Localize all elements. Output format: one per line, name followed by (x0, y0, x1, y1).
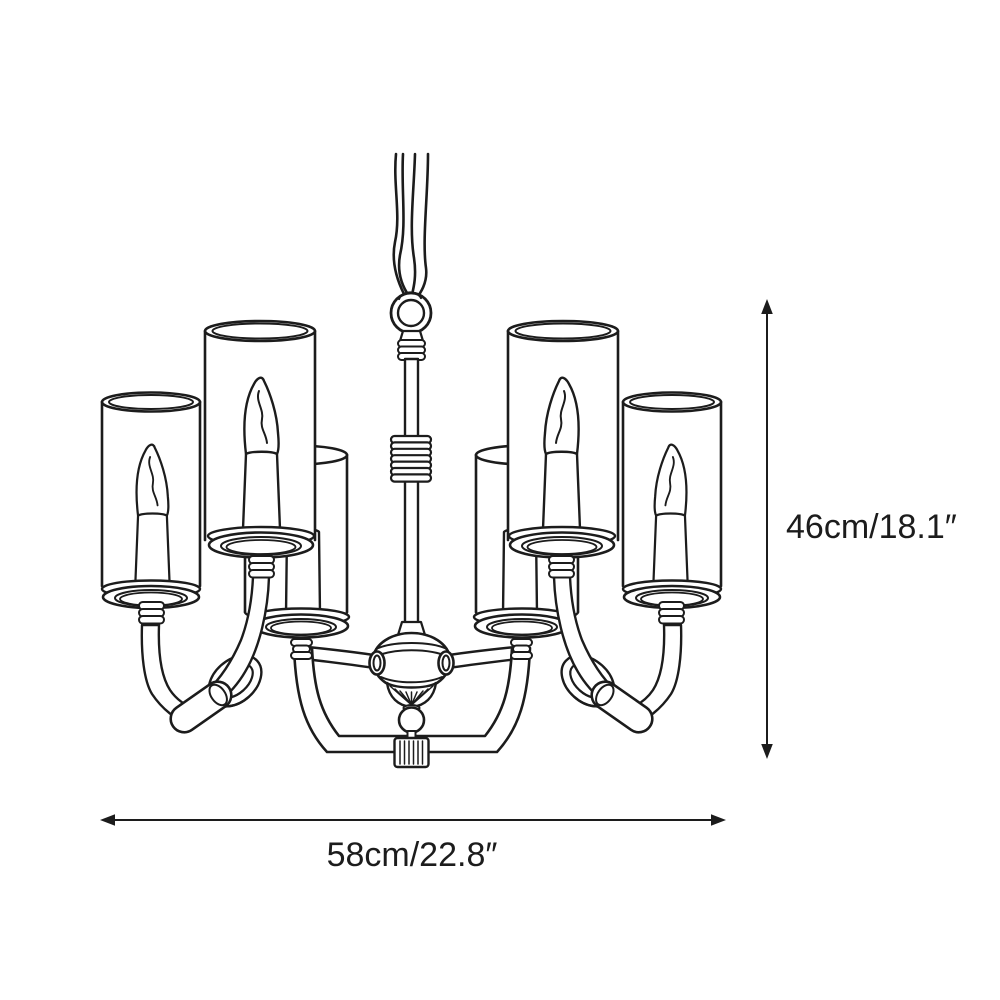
height-dimension-label: 46cm/18.1″ (786, 508, 957, 546)
stem-knob (397, 329, 426, 361)
height-dimension: 46cm/18.1″ (761, 299, 957, 759)
stem-coil (389, 434, 433, 483)
pendant-cord (392, 152, 430, 304)
left-arm-junction (140, 575, 271, 734)
ribbed-coupler (393, 736, 430, 769)
width-dimension-label: 58cm/22.8″ (327, 836, 498, 874)
back-left-bobeche (251, 607, 351, 660)
center-hub (368, 620, 455, 769)
left-arm-end-cap (169, 680, 233, 734)
ball-finial (397, 706, 426, 734)
width-dimension: 58cm/22.8″ (100, 814, 726, 874)
hanging-ring (389, 291, 433, 335)
center-stem (403, 357, 420, 634)
outer-left-shade (100, 391, 202, 625)
upper-left-shade (203, 319, 317, 579)
left-front-shades (100, 319, 317, 625)
